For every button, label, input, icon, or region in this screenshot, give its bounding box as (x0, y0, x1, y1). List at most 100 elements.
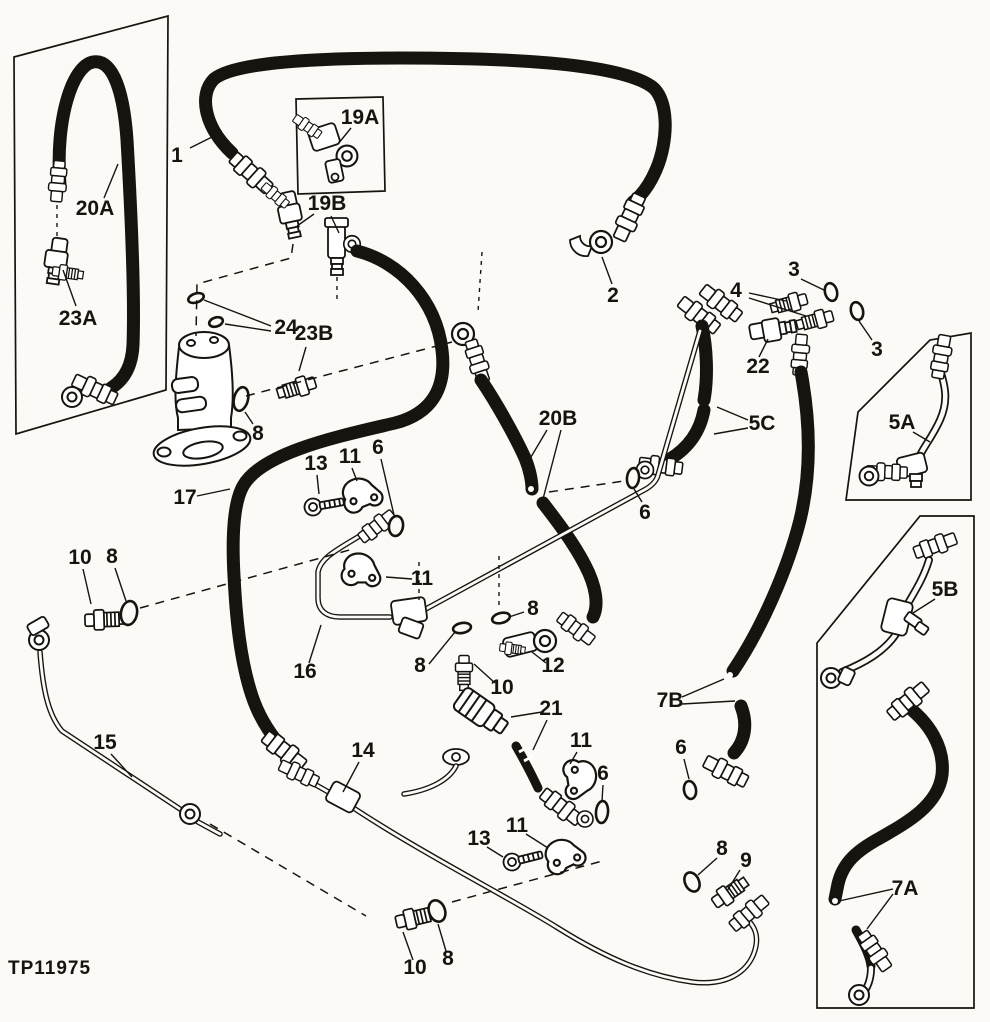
leader-line-10b (473, 663, 496, 684)
leader-line-14 (342, 761, 360, 793)
inset-box-19a (295, 96, 386, 195)
leader-line-8d (697, 857, 718, 876)
hose-20b-lower (536, 496, 603, 649)
leader-line-8c (508, 611, 525, 618)
callout-19A: 19A (341, 106, 380, 129)
fitting-19b-elbow (258, 179, 307, 241)
leader-line-7A (838, 888, 894, 902)
leader-line-13a (316, 474, 320, 495)
leader-line-5C (716, 406, 749, 421)
callout-6d: 6 (675, 736, 687, 759)
figure-code: TP11975 (8, 958, 91, 979)
leader-line-7B (681, 700, 736, 705)
callout-11b: 11 (411, 567, 434, 590)
callout-8a: 8 (252, 422, 264, 445)
fitting-19a-inset (290, 111, 359, 184)
oring-6-e (594, 799, 610, 825)
pipe-14 (275, 756, 773, 986)
oring-8-mid (451, 621, 473, 635)
leader-line-20B (542, 429, 562, 500)
leader-line-23A (62, 269, 77, 307)
callout-2: 2 (607, 284, 619, 307)
callout-10c: 10 (403, 956, 426, 979)
oring-3-b (849, 300, 865, 322)
leader-line-22 (758, 338, 769, 358)
fitting-4-b (793, 306, 836, 335)
callout-3a: 3 (788, 258, 800, 281)
leader-line-8e (437, 923, 447, 952)
hose-17 (226, 244, 450, 775)
leader-line-11d (525, 833, 549, 849)
oring-8-e (427, 899, 447, 923)
callout-3b: 3 (871, 338, 883, 361)
callout-15: 15 (93, 731, 117, 754)
hose-1 (199, 51, 672, 245)
callout-6a: 6 (372, 436, 384, 459)
phantom-cylinder (604, 726, 681, 896)
fitting-2-elbow (569, 229, 614, 257)
callout-5C: 5C (749, 412, 776, 435)
fitting-22-elbow (747, 314, 799, 346)
leader-line-17 (196, 488, 231, 497)
clamp-11-right (559, 758, 599, 802)
oring-3-a (823, 281, 839, 303)
callout-16: 16 (293, 660, 316, 683)
leader-line-6d (683, 758, 690, 780)
callout-13a: 13 (304, 452, 327, 475)
leader-line-7B (681, 678, 725, 698)
callout-11a: 11 (339, 445, 362, 468)
leader-line-8b (114, 567, 127, 602)
callout-10a: 10 (68, 546, 91, 569)
leader-line-3a (800, 278, 827, 292)
leader-line-1 (189, 131, 223, 149)
valve-21 (442, 687, 509, 766)
pipe-5b (820, 528, 960, 689)
callout-23A: 23A (59, 307, 98, 330)
leader-line-3b (858, 320, 873, 341)
fitting-12-elbow (498, 628, 558, 658)
callout-10b: 10 (490, 676, 513, 699)
leader-line-5B (912, 598, 936, 614)
oring-24-b (207, 315, 225, 329)
leader-line-10c (402, 931, 414, 961)
leader-line-11c (569, 751, 578, 765)
callout-5B: 5B (932, 578, 959, 601)
clamp-11-lower (541, 834, 589, 878)
oring-6-b (625, 466, 641, 490)
leader-line-8a (244, 411, 254, 425)
callout-6b: 6 (639, 501, 651, 524)
callout-12: 12 (541, 654, 564, 677)
callout-11d: 11 (506, 814, 529, 837)
callout-7B: 7B (657, 689, 684, 712)
pipe-5a (858, 333, 955, 488)
phantom-valve-cube (413, 82, 578, 246)
callout-9: 9 (740, 849, 752, 872)
callout-6c: 6 (597, 762, 609, 785)
leader-line-21 (510, 711, 543, 718)
callout-8c: 8 (527, 597, 539, 620)
callout-14: 14 (351, 739, 375, 762)
callout-1: 1 (171, 144, 183, 167)
assembly-guides (56, 205, 625, 917)
fitting-23b (274, 372, 319, 404)
leader-line-23B (298, 346, 307, 372)
callout-22: 22 (746, 355, 769, 378)
leader-line-5C (713, 427, 749, 435)
hose-5c (635, 280, 746, 480)
leader-line-10a (82, 568, 92, 605)
callout-8b: 8 (106, 545, 118, 568)
leader-line-4 (748, 292, 787, 302)
inset-panel-20a (13, 14, 169, 436)
oring-8-b (119, 599, 139, 627)
callout-4: 4 (730, 279, 742, 302)
leader-line-6a (380, 458, 395, 516)
leader-line-6c (601, 784, 604, 802)
leader-line-15 (110, 753, 133, 778)
oring-8-d (683, 871, 701, 893)
leader-line-12 (531, 651, 547, 664)
pipe-15 (26, 616, 223, 837)
callout-7A: 7A (892, 877, 919, 900)
oring-6-a (387, 514, 405, 538)
callout-21: 21 (539, 697, 563, 720)
